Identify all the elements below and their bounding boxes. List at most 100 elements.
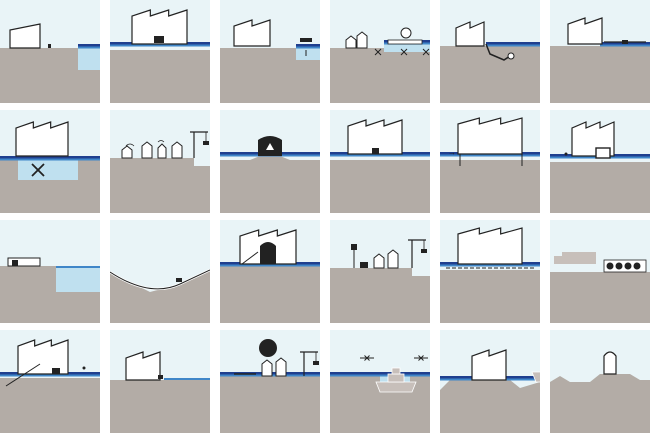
warning-icon <box>266 143 274 150</box>
scene-tile-town-signals-crane <box>110 110 210 213</box>
cross-mark <box>422 48 430 56</box>
scene-illustration <box>550 330 650 433</box>
ground <box>440 380 540 433</box>
ground <box>330 160 430 213</box>
ground <box>330 268 430 323</box>
scene-tile-factory-elevator <box>220 220 320 323</box>
factory-building <box>9 23 41 49</box>
scene-illustration <box>110 220 210 323</box>
scene-tile-factory-pipe-out <box>550 0 650 103</box>
vehicle <box>176 278 182 282</box>
scene-tile-silo-hills <box>550 330 650 433</box>
water-band-mid <box>440 154 540 157</box>
water-basin <box>56 266 100 292</box>
camera-device <box>372 148 379 154</box>
container-roll <box>633 262 641 270</box>
water-band-mid <box>330 374 430 377</box>
water-band-dark <box>0 156 100 159</box>
factory-building <box>131 9 188 45</box>
water-band-mid <box>220 264 320 267</box>
scene-illustration <box>110 110 210 213</box>
ground <box>550 46 650 103</box>
small-building <box>141 141 153 159</box>
small-building <box>356 31 368 49</box>
scene-tile-factory-terrain-ship <box>440 330 540 433</box>
ship-bridge <box>391 367 401 375</box>
scene-illustration <box>440 330 540 433</box>
scene-illustration <box>220 0 320 103</box>
small-device <box>158 375 163 379</box>
waterline <box>56 266 100 268</box>
cross-mark <box>418 355 424 361</box>
scene-tile-factory-dock <box>0 0 100 103</box>
water-band-dark <box>296 44 320 47</box>
ground <box>220 376 320 433</box>
person-icon <box>82 366 86 370</box>
water-band-mid <box>0 374 100 377</box>
scene-illustration <box>0 110 100 213</box>
bollard <box>48 44 51 48</box>
scene-tile-factory-flooded-road <box>440 220 540 323</box>
scene-tile-factory-water-vehicle <box>110 0 210 103</box>
scene-illustration <box>0 0 100 103</box>
water-band-mid <box>600 44 650 47</box>
factory-building <box>567 17 603 45</box>
small-building <box>345 35 357 49</box>
ground <box>330 48 430 103</box>
scene-illustration <box>0 220 100 323</box>
cross-mark <box>374 48 382 56</box>
small-building <box>157 143 167 159</box>
ship-hull <box>531 371 540 383</box>
water-band-mid <box>440 264 540 267</box>
person-icon <box>564 152 568 156</box>
ground <box>110 270 210 323</box>
container-roll <box>615 262 623 270</box>
ship-hull <box>375 381 417 393</box>
ground <box>440 160 540 213</box>
ground <box>220 266 320 323</box>
pipe-valve <box>622 40 628 44</box>
small-building <box>121 145 133 159</box>
scene-tile-factory-waterline <box>110 330 210 433</box>
storage-tank <box>595 147 611 159</box>
small-building <box>387 249 399 269</box>
scene-illustration <box>110 330 210 433</box>
scene-illustration <box>220 330 320 433</box>
small-building <box>171 141 183 159</box>
scene-tile-factory-cable-trees <box>0 330 100 433</box>
factory-building <box>125 351 161 381</box>
container-roll <box>606 262 614 270</box>
scene-illustration <box>550 0 650 103</box>
factory-building <box>15 121 69 157</box>
factory-building <box>457 227 523 265</box>
scene-tile-truck-containers <box>550 220 650 323</box>
scene-illustration <box>440 0 540 103</box>
cross-mark <box>263 343 273 353</box>
water-band-mid <box>296 46 320 49</box>
vehicle <box>12 260 18 266</box>
ground <box>440 270 540 323</box>
cross-mark <box>31 163 45 177</box>
ground <box>110 50 210 103</box>
ground <box>330 376 430 433</box>
scene-tile-factory-dock-crane-small <box>220 0 320 103</box>
small-building <box>373 253 385 269</box>
container-roll <box>624 262 632 270</box>
water-band-dark <box>78 44 100 47</box>
water-band-mid <box>0 158 100 161</box>
ground <box>110 158 210 213</box>
truck-trailer <box>562 252 596 264</box>
signal-waves-icon <box>125 143 135 147</box>
flow-arrow-icon: → <box>448 148 456 157</box>
water-band-dark <box>330 372 430 375</box>
factory-building <box>17 339 69 375</box>
scene-tile-sloped-channel <box>110 220 210 323</box>
signal-waves-icon <box>157 140 165 143</box>
compass-icon <box>400 27 412 39</box>
scene-tile-shed-basin <box>0 220 100 323</box>
scene-illustration <box>550 110 650 213</box>
cross-mark <box>364 355 370 361</box>
factory-building <box>455 21 485 47</box>
scene-tile-crane-blocked-sign <box>220 330 320 433</box>
